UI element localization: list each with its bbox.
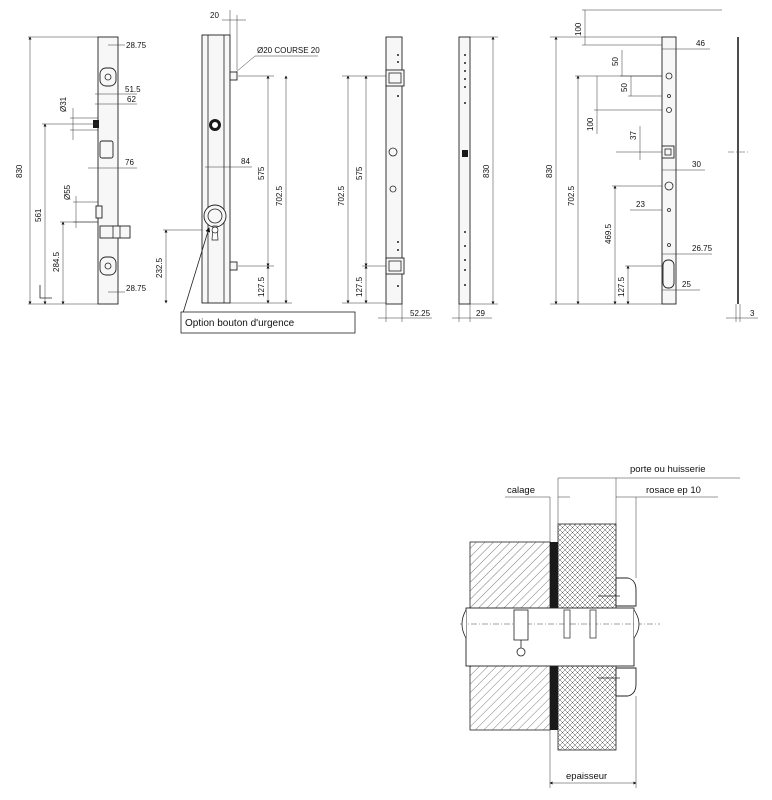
dim-702-5-back: 702.5: [337, 185, 346, 206]
dim-76: 76: [125, 158, 134, 167]
dim-830-detail: 830: [545, 164, 554, 178]
dim-127-5: 127.5: [257, 276, 266, 297]
dim-84: 84: [241, 157, 250, 166]
callout-text: Option bouton d'urgence: [185, 318, 295, 329]
bar-detail: [661, 36, 677, 305]
dim-51-5: 51.5: [125, 85, 141, 94]
dim-100-top: 100: [574, 22, 583, 36]
label-epaisseur: epaisseur: [566, 771, 607, 782]
center-hole: [388, 147, 398, 157]
dim-3: 3: [750, 309, 755, 318]
dim-575: 575: [257, 166, 266, 180]
dim-37: 37: [629, 131, 638, 140]
view-detail: 830 702.5 100 46 50 50 100 37 30 23: [545, 9, 722, 305]
view-back-plates: 702.5 575 127.5 52.25: [337, 36, 432, 322]
door-top: [557, 523, 617, 611]
dim-830-edge: 830: [482, 164, 491, 178]
label-calage: calage: [507, 485, 535, 496]
detail-lock: [661, 145, 675, 159]
bar-edge: [458, 36, 471, 305]
dim-course: Ø20 COURSE 20: [257, 46, 320, 55]
dim-23: 23: [636, 200, 645, 209]
dim-702-5-detail: 702.5: [567, 185, 576, 206]
dim-575-back: 575: [355, 166, 364, 180]
cylinder-hole: [99, 140, 114, 159]
view-side-emergency: 20 Ø20 COURSE 20 84 575 702.5 127.5 232.…: [155, 10, 320, 314]
view-front-handles: 830 561 284.5 Ø31 Ø55 28.75 51.5 62 76 2…: [15, 36, 147, 305]
dim-830: 830: [15, 164, 24, 178]
dim-46: 46: [696, 39, 705, 48]
rosace-top: [615, 577, 637, 607]
section-view: porte ou huisserie calage rosace ep 10 e…: [460, 464, 740, 788]
dim-50-a: 50: [611, 57, 620, 66]
dim-50-b: 50: [620, 83, 629, 92]
cylinder-body: [465, 607, 635, 667]
calage-bottom: [550, 664, 558, 730]
dim-29: 29: [476, 309, 485, 318]
plate-top: [385, 69, 405, 87]
dim-52-25: 52.25: [410, 309, 431, 318]
detail-slot: [662, 259, 675, 289]
view-profile: 3: [726, 37, 758, 322]
handle-top: [99, 67, 117, 87]
dim-20: 20: [210, 11, 219, 20]
dim-702-5: 702.5: [275, 185, 284, 206]
dim-30: 30: [692, 160, 701, 169]
dim-100-mid: 100: [586, 117, 595, 131]
dim-31: Ø31: [59, 96, 68, 112]
dim-25: 25: [682, 280, 691, 289]
handle-bottom: [99, 256, 117, 276]
view-edge: 830 29: [452, 36, 498, 322]
callout-box: Option bouton d'urgence: [180, 311, 356, 334]
label-porte: porte ou huisserie: [630, 464, 706, 475]
pin-bottom: [229, 261, 238, 271]
rosace-bottom: [615, 667, 637, 697]
calage-top: [550, 542, 558, 610]
dim-127-5-detail: 127.5: [617, 276, 626, 297]
cam: [513, 609, 529, 641]
dim-232-5: 232.5: [155, 257, 164, 278]
pin-top: [229, 71, 238, 81]
dim-561: 561: [34, 208, 43, 222]
dim-55: Ø55: [63, 184, 72, 200]
label-rosace: rosace ep 10: [646, 485, 701, 496]
dim-284-5: 284.5: [52, 251, 61, 272]
bar-side: [201, 34, 231, 304]
lock-plate: [95, 205, 103, 219]
wall-bottom: [469, 663, 551, 731]
dim-469-5: 469.5: [604, 223, 613, 244]
dim-28-75-top: 28.75: [126, 41, 147, 50]
wall-top: [469, 541, 551, 611]
dim-28-75-bottom: 28.75: [126, 284, 147, 293]
emergency-button: [203, 204, 227, 228]
bar-back: [385, 36, 403, 305]
dim-127-5-back: 127.5: [355, 276, 364, 297]
latch: [99, 225, 131, 239]
dim-62: 62: [127, 95, 136, 104]
door-bottom: [557, 663, 617, 751]
dim-26-75: 26.75: [692, 244, 713, 253]
